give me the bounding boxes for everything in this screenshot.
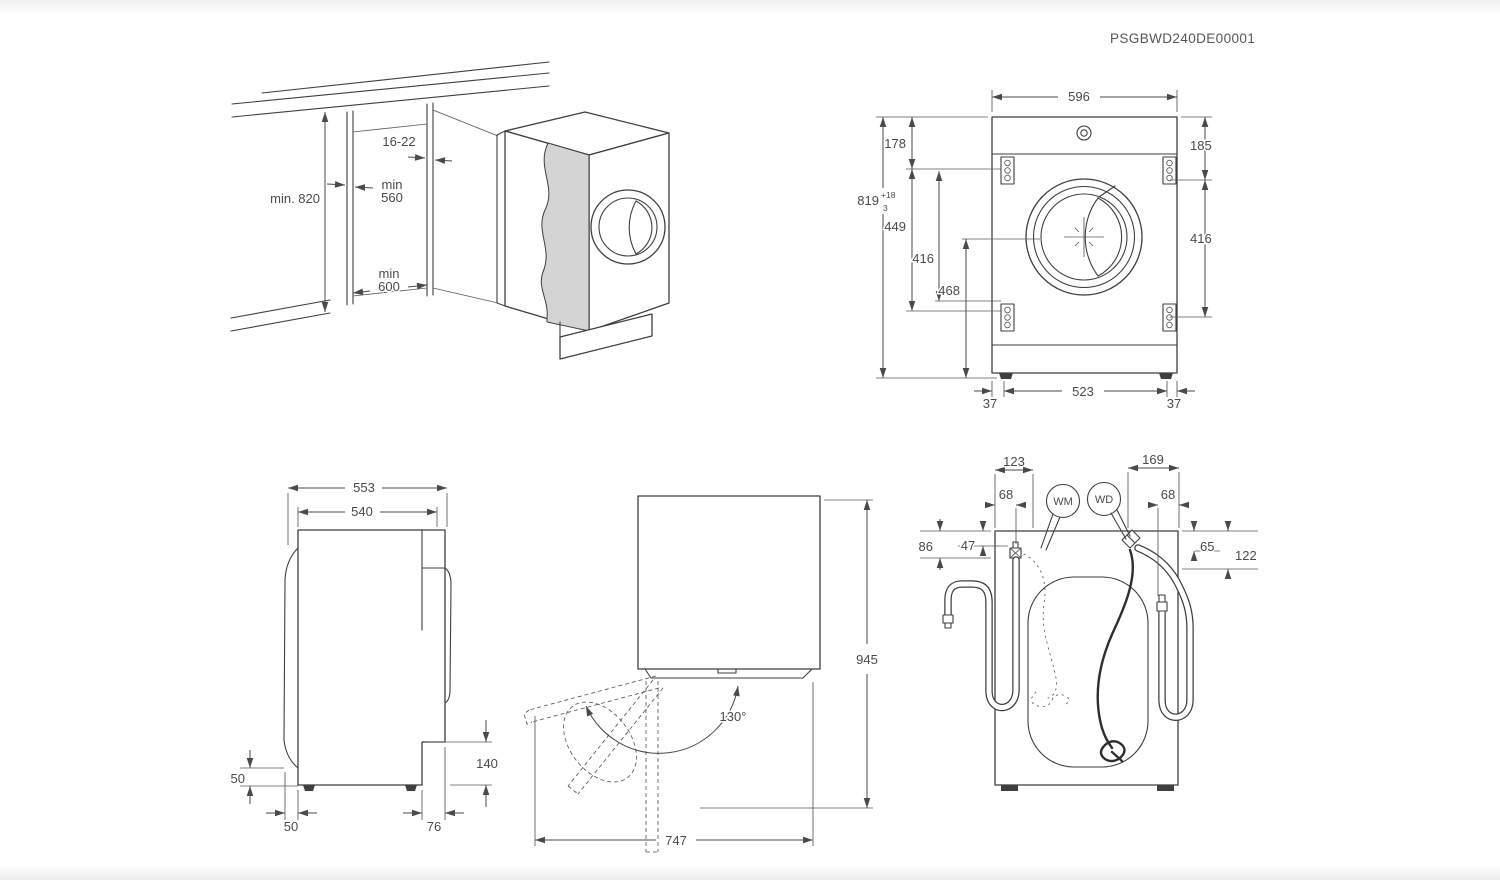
machine-top-outline — [637, 495, 821, 670]
dim-recess-height: 140 — [476, 756, 498, 771]
cabinet-left-panel — [346, 110, 354, 306]
document-code: PSGBWD240DE00001 — [1110, 31, 1255, 46]
dim-depth-door-open: 747 — [665, 833, 687, 848]
cabinet-right-panel — [426, 102, 434, 297]
drum-center-cross — [1064, 217, 1104, 257]
dim-opening-angle: 130° — [720, 709, 747, 724]
door-profile — [283, 547, 299, 769]
machine-side-outline — [297, 529, 446, 786]
door-outer-ring — [1025, 178, 1143, 296]
dim-width: 596 — [1068, 89, 1090, 104]
niche-perspective-view: min. 820 16-22 min 560 min 600 — [230, 61, 670, 360]
niche-interior — [352, 123, 428, 297]
dim-niche-width-min: min — [379, 266, 400, 281]
porthole-dashed — [563, 701, 637, 783]
dim-foot-inset-front: 50 — [284, 819, 298, 834]
dim-depth-body: 540 — [351, 504, 373, 519]
worktop-lines — [231, 61, 550, 118]
door-opening-top-view: 130° 945 747 — [523, 495, 879, 853]
wd-balloon: WD — [1086, 481, 1131, 540]
dim-left-drop-inner: 47 — [961, 538, 975, 553]
rear-panel-bulge — [1027, 576, 1149, 768]
dim-niche-depth-min: min — [382, 177, 403, 192]
dim-bracket-span-outer: 449 — [884, 219, 906, 234]
dim-foot-spacing: 523 — [1072, 384, 1094, 399]
wm-hose-dotted — [1023, 553, 1057, 699]
side-foot-rear — [405, 785, 417, 791]
door-porthole — [590, 189, 666, 265]
dim-recess-depth: 76 — [427, 819, 441, 834]
wm-hose-coil — [1031, 691, 1069, 708]
top-hole — [1076, 125, 1092, 141]
wm-balloon: WM — [1040, 483, 1081, 551]
rear-foot-left — [1001, 785, 1018, 791]
dim-bracket-span-right: 416 — [1190, 231, 1212, 246]
dim-wd-port-offset: 68 — [1161, 487, 1175, 502]
hinge-bracket-top-right — [1162, 156, 1177, 185]
wm-label: WM — [1053, 496, 1073, 508]
dim-left-drop-outer: 86 — [919, 539, 933, 554]
dim-right-drop-outer: 122 — [1235, 548, 1257, 563]
rear-foot-right — [1157, 785, 1174, 791]
dim-right-drop-inner: 65 — [1200, 539, 1214, 554]
open-door-intermediate — [567, 679, 664, 795]
inlet-hose-end — [1156, 594, 1168, 612]
dim-height-tol-lower: 3 — [883, 203, 888, 213]
dim-wm-port-offset: 68 — [999, 487, 1013, 502]
dim-depth-total: 553 — [353, 480, 375, 495]
dim-door-gap-bottom: 50 — [231, 771, 245, 786]
dim-center-to-floor: 468 — [938, 283, 960, 298]
insert-guides — [432, 109, 499, 304]
closed-door-slab — [644, 668, 813, 679]
drain-hose-end — [942, 614, 954, 629]
dim-foot-inset-right: 37 — [1167, 396, 1181, 411]
inlet-valve-left — [1009, 541, 1022, 559]
dim-niche-width-value: 600 — [378, 279, 400, 294]
foot-left — [999, 373, 1013, 379]
dim-top-to-bracket-right: 185 — [1190, 138, 1212, 153]
dim-niche-depth-value: 560 — [381, 190, 403, 205]
dim-top-to-bracket-left: 178 — [884, 136, 906, 151]
dim-worktop-thickness: 16-22 — [382, 134, 415, 149]
dim-height-door-open: 945 — [856, 652, 878, 667]
dim-height-tol-upper: +18 — [881, 190, 896, 200]
washer-perspective — [496, 111, 670, 360]
foot-right — [1159, 373, 1173, 379]
side-foot-front — [303, 785, 315, 791]
front-view: 596 819 +18 3 178 449 416 468 185 416 37 — [856, 88, 1213, 413]
wd-label: WD — [1095, 494, 1113, 506]
dim-wm-offset: 123 — [1003, 454, 1025, 469]
machine-rear-outline — [994, 530, 1179, 786]
hinge-bracket-top-left — [1000, 156, 1015, 185]
power-cable — [1096, 548, 1134, 750]
side-panel-shading — [540, 142, 590, 332]
power-plug-scribble — [1099, 740, 1126, 763]
hinge-bracket-bottom-right — [1162, 303, 1177, 332]
side-view: 553 540 50 50 76 140 — [229, 479, 499, 836]
hinge-bracket-bottom-left — [1000, 303, 1015, 332]
dim-niche-height: min. 820 — [270, 191, 320, 206]
door-glass-reflection — [628, 200, 653, 255]
plinth — [559, 313, 653, 360]
machine-front-outline — [991, 116, 1178, 374]
dim-height: 819 — [857, 193, 879, 208]
dim-bracket-span-inner: 416 — [912, 251, 934, 266]
rear-bulge — [444, 567, 452, 704]
dim-wd-offset: 169 — [1142, 452, 1164, 467]
dim-foot-inset-left: 37 — [983, 396, 997, 411]
rear-view: WM WD 123 68 169 68 86 47 65 — [917, 451, 1258, 791]
floor-lines — [230, 299, 331, 332]
